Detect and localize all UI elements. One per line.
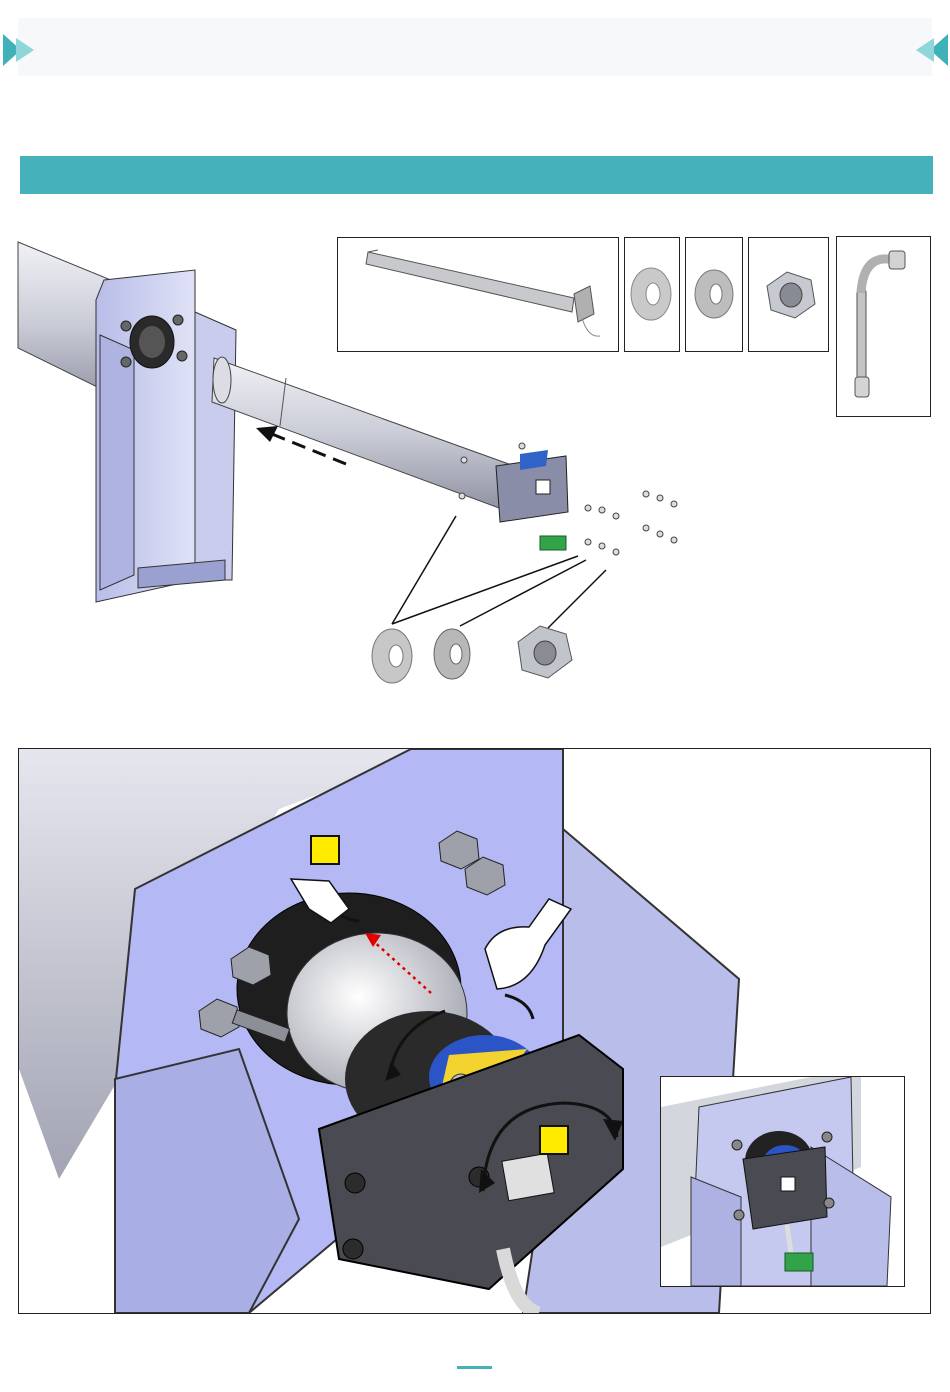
footer-accent-line bbox=[457, 1366, 492, 1369]
callout-flat-washer-icon bbox=[372, 629, 412, 683]
spring-washer-icon bbox=[686, 238, 742, 351]
teal-triangles-icon bbox=[912, 30, 950, 70]
flat-washer-icon bbox=[625, 238, 679, 351]
callout-hex-nut-icon bbox=[518, 626, 572, 678]
part-box-spring-washer bbox=[685, 237, 743, 352]
part-box-tubular-motor bbox=[337, 237, 619, 352]
step-badge-bottom bbox=[539, 1125, 569, 1155]
teal-triangles-icon bbox=[0, 30, 40, 70]
part-box-socket-wrench bbox=[836, 236, 931, 417]
step-badge-top bbox=[310, 835, 340, 865]
tubular-motor-icon bbox=[338, 238, 618, 351]
callout-spring-washer-icon bbox=[434, 629, 470, 679]
hex-nut-icon bbox=[749, 238, 828, 351]
inset-view-frame bbox=[660, 1076, 905, 1287]
section-title-bar bbox=[20, 156, 933, 194]
header-band bbox=[18, 18, 932, 76]
inset-assembled-illustration bbox=[661, 1077, 904, 1286]
part-box-hex-nut bbox=[748, 237, 829, 352]
part-box-flat-washer bbox=[624, 237, 680, 352]
socket-wrench-icon bbox=[837, 237, 930, 416]
